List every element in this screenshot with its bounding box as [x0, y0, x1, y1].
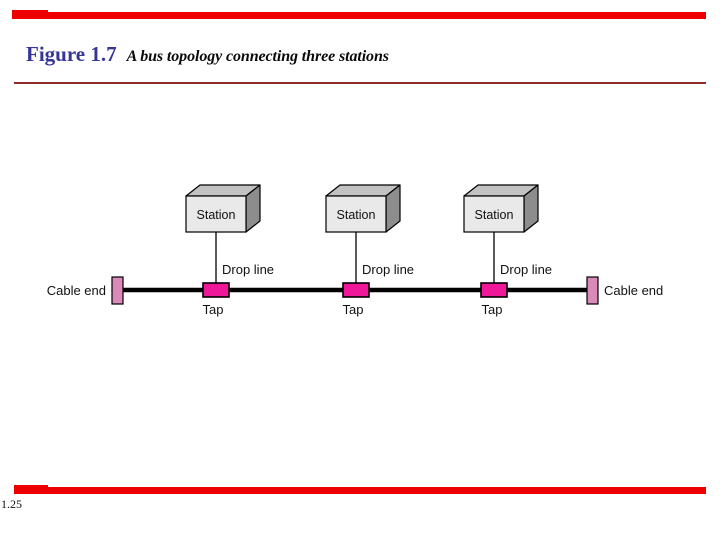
station-box-3[interactable]: Station	[463, 184, 539, 233]
tap-marker-1[interactable]	[202, 282, 230, 298]
header-accent-rule	[12, 12, 706, 19]
title-underline-rule	[14, 82, 706, 84]
tap-marker-2[interactable]	[342, 282, 370, 298]
cable-end-label-left: Cable end	[47, 283, 106, 298]
drop-lines-group	[215, 232, 495, 285]
cable-end-label-right: Cable end	[604, 283, 663, 298]
station-box-1[interactable]: Station	[185, 184, 261, 233]
drop-line-label-2: Drop line	[362, 262, 414, 277]
slide-title: Figure 1.7 A bus topology connecting thre…	[26, 42, 389, 70]
figure-caption: A bus topology connecting three stations	[126, 48, 389, 65]
cable-end-right-marker[interactable]	[586, 276, 599, 305]
bus-topology-diagram: Station Station Station	[0, 95, 720, 475]
station-box-2[interactable]: Station	[325, 184, 401, 233]
station-box-label-2: Station	[337, 208, 376, 222]
station-box-front-face	[185, 195, 247, 233]
page-number: 1.25	[1, 497, 22, 511]
tap-label-1: Tap	[203, 302, 224, 317]
tap-marker-3[interactable]	[480, 282, 508, 298]
figure-number: Figure 1.7	[26, 42, 117, 66]
station-box-label-3: Station	[475, 208, 514, 222]
drop-line-label-3: Drop line	[500, 262, 552, 277]
cable-end-left-marker[interactable]	[111, 276, 124, 305]
tap-label-3: Tap	[482, 302, 503, 317]
drop-line-label-1: Drop line	[222, 262, 274, 277]
station-box-front-face	[325, 195, 387, 233]
footer-accent-rule	[14, 487, 706, 494]
station-box-front-face	[463, 195, 525, 233]
station-box-label-1: Station	[197, 208, 236, 222]
tap-label-2: Tap	[343, 302, 364, 317]
diagram-svg: Station Station Station	[47, 184, 663, 317]
